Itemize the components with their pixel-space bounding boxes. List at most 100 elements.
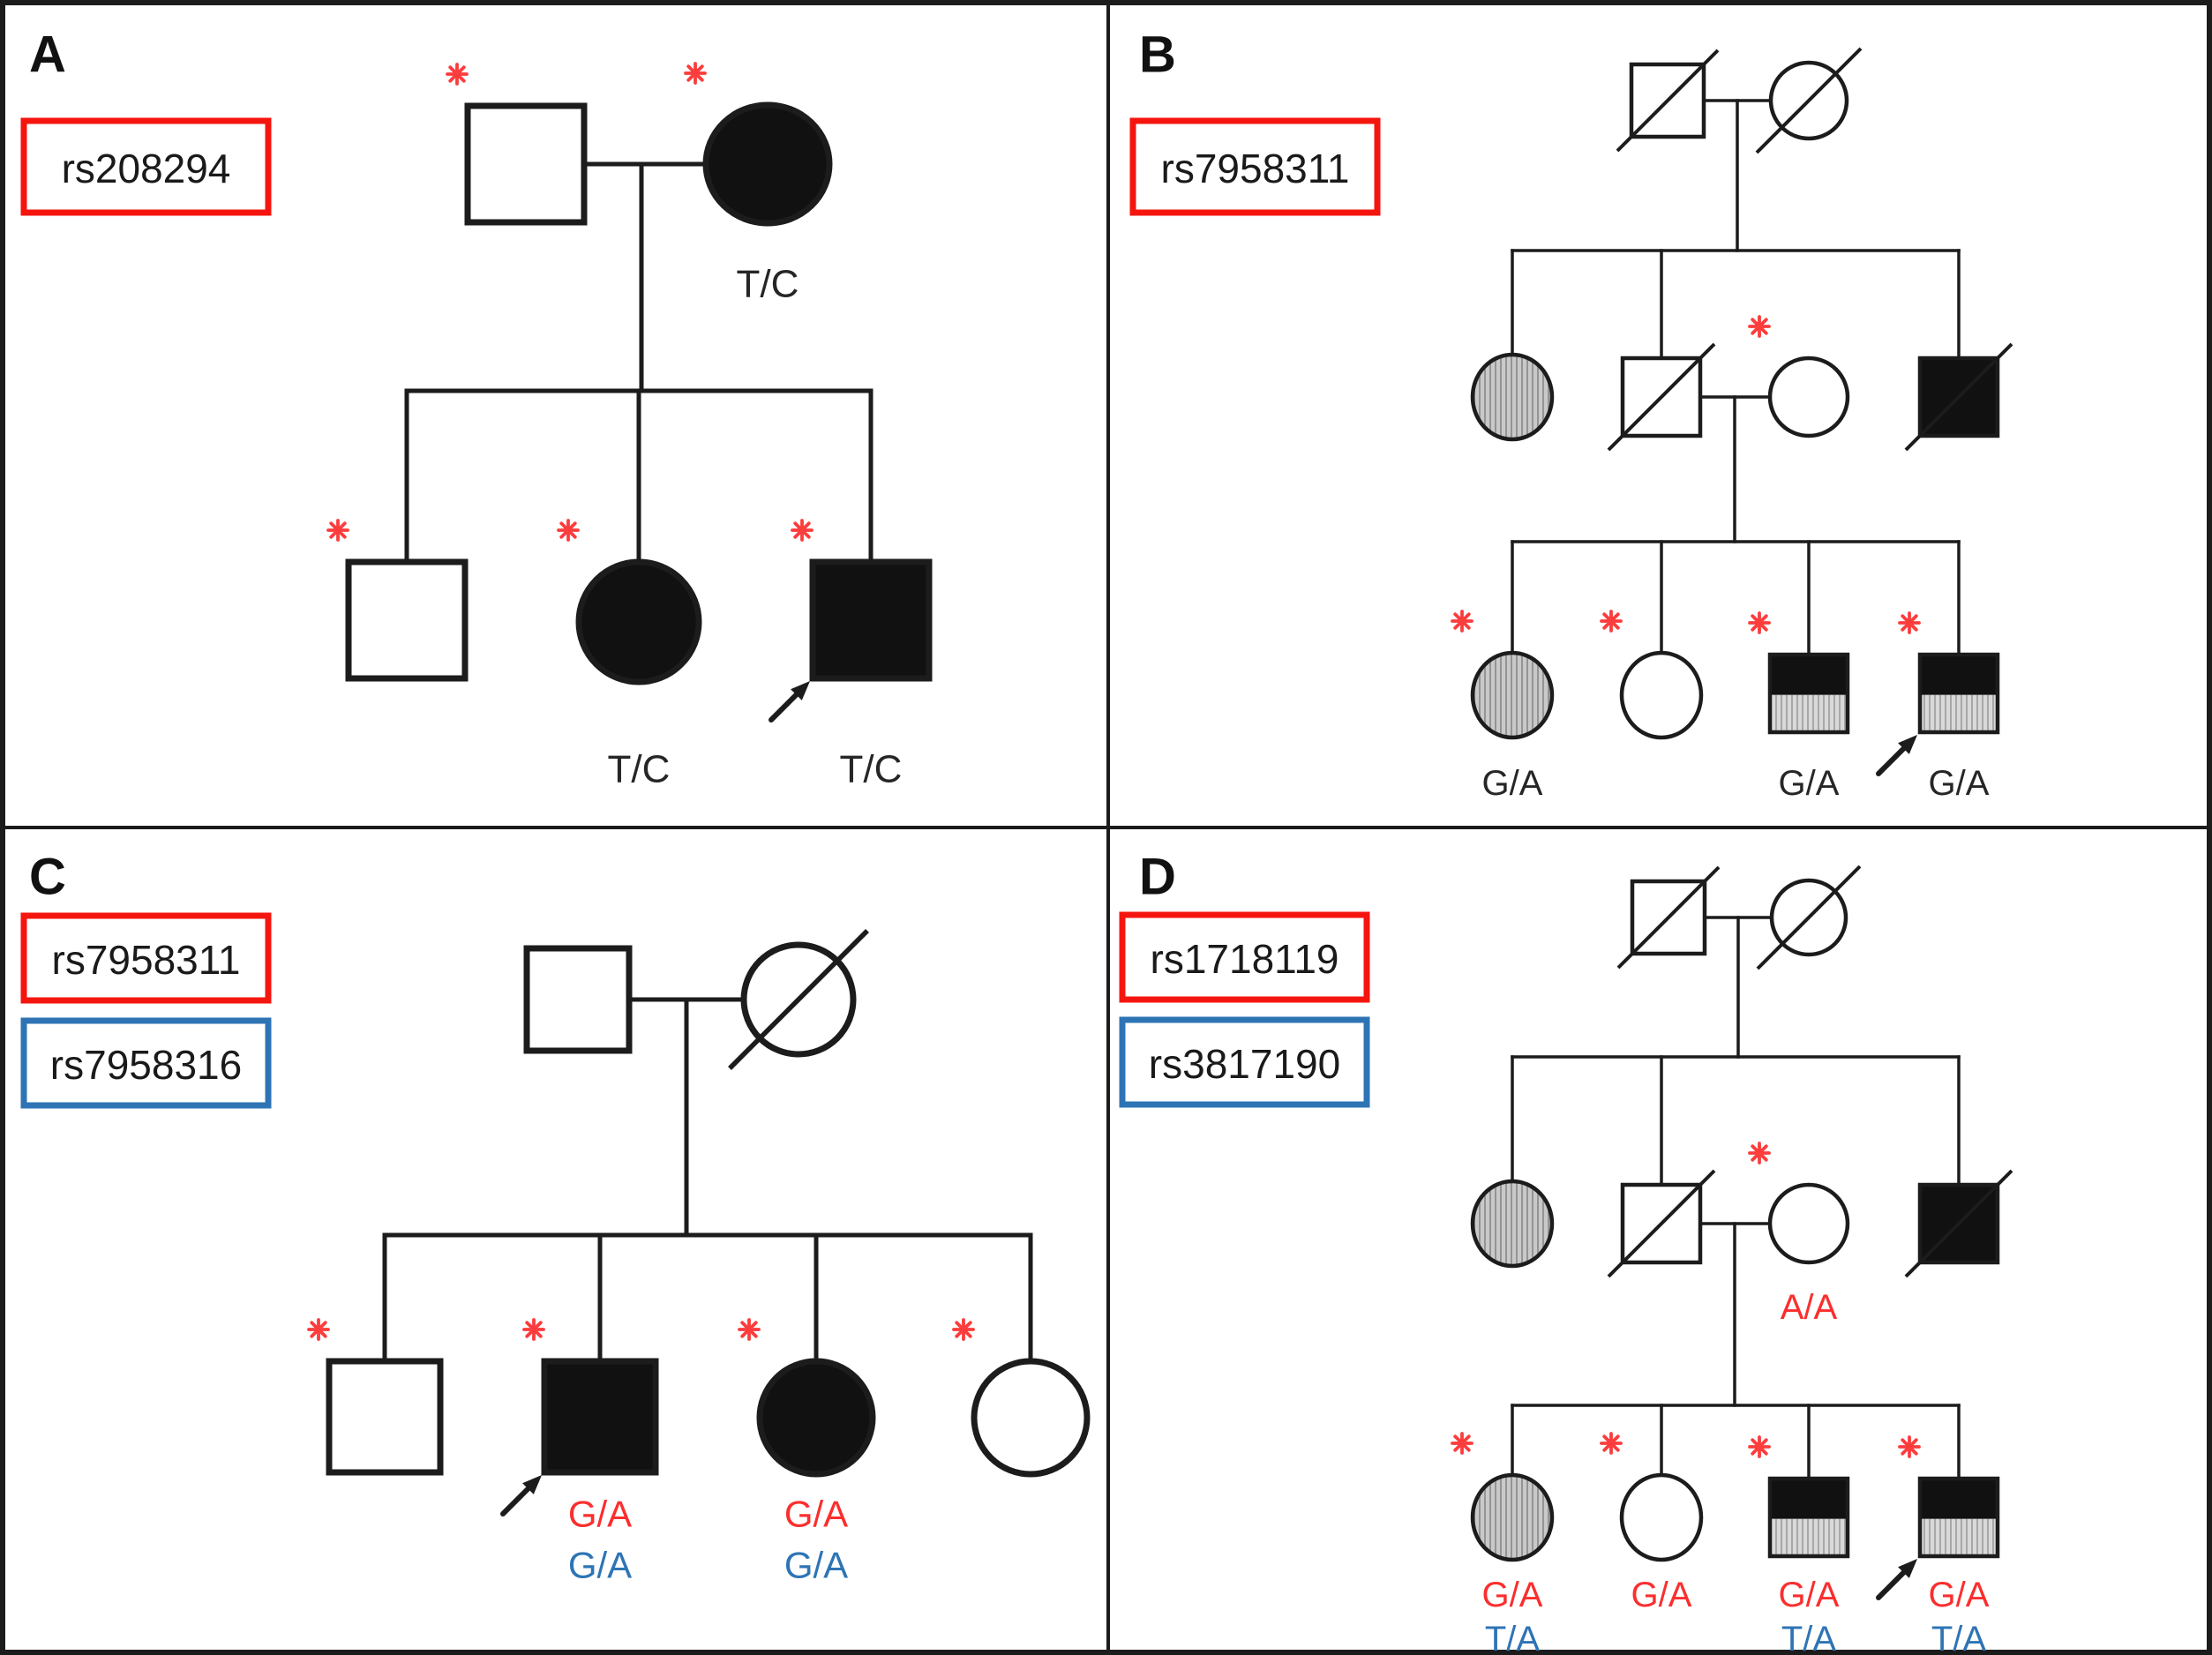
asterisk-icon (1898, 1435, 1921, 1458)
asterisk-icon (684, 62, 707, 85)
asterisk-icon (791, 519, 814, 542)
deceased-slash (728, 929, 869, 1070)
asterisk-icon (307, 1318, 330, 1341)
female-symbol (1619, 1472, 1704, 1562)
individual-A-II-1 (326, 519, 469, 682)
snp-id-label: rs3817190 (1149, 1041, 1340, 1087)
asterisk-icon (522, 1318, 545, 1341)
genotype-label: T/C (737, 263, 799, 306)
genotype-label: T/A (1781, 1620, 1837, 1655)
individual-C-II-4 (952, 1318, 1091, 1478)
asterisk-icon (1748, 315, 1771, 338)
individual-A-I-1 (446, 63, 588, 226)
asterisk-icon (1898, 611, 1921, 634)
genotype-label: G/A (1482, 764, 1543, 803)
snp-box-border (1119, 1016, 1370, 1108)
individual-D-III-3 (1748, 1435, 1850, 1559)
male-symbol (809, 558, 933, 682)
half-fill-bottom (1920, 1518, 1998, 1556)
half-fill-bottom (1770, 694, 1848, 732)
snp-id-label: rs7958311 (52, 937, 241, 983)
male-symbol (1917, 652, 2000, 735)
male-symbol (523, 945, 633, 1054)
genotype-label: G/A (1482, 1576, 1543, 1614)
asterisk-icon (446, 63, 469, 86)
half-fill-bottom (1770, 1518, 1848, 1556)
female-symbol (1470, 1179, 1555, 1269)
snp-box-rs3817190: rs3817190 (1119, 1016, 1370, 1108)
snp-box-border (1129, 117, 1381, 216)
male-symbol (1767, 652, 1850, 735)
asterisk-icon (1748, 1142, 1771, 1164)
individual-B-III-1 (1451, 610, 1555, 740)
individual-D-II-2 (1607, 1169, 1716, 1278)
female-symbol (1470, 650, 1555, 740)
half-fill-top (1770, 1479, 1848, 1519)
half-fill-top (1920, 655, 1998, 695)
snp-id-label: rs7958316 (50, 1042, 242, 1088)
asterisk-icon (1748, 611, 1771, 634)
individual-D-III-2 (1600, 1432, 1704, 1562)
female-symbol (1767, 356, 1850, 438)
individual-B-I-2 (1755, 47, 1863, 154)
genotype-label: T/C (840, 748, 903, 791)
deceased-slash (1616, 49, 1720, 153)
individual-C-I-1 (523, 945, 633, 1054)
individual-C-I-2 (728, 929, 869, 1070)
deceased-slash (1756, 865, 1862, 970)
deceased-slash (1904, 342, 2013, 452)
genotype-label: G/A (568, 1494, 632, 1535)
female-symbol (756, 1358, 876, 1478)
panel-letter-A: A (29, 26, 66, 84)
individual-B-I-1 (1616, 49, 1720, 153)
proband-arrow-icon (769, 681, 810, 723)
genotype-label: G/A (784, 1545, 848, 1586)
individual-D-II-1 (1470, 1179, 1555, 1269)
genotype-label: A/A (1781, 1288, 1838, 1327)
genotype-label: G/A (1929, 1576, 1990, 1614)
snp-box-border (20, 117, 272, 216)
individual-D-III-4 (1876, 1435, 2000, 1600)
proband-arrow-icon (1876, 735, 1917, 776)
individual-B-II-3 (1748, 315, 1850, 438)
deceased-slash (1904, 1169, 2013, 1278)
genotype-label: G/A (784, 1494, 848, 1535)
snp-box-rs7958316: rs7958316 (20, 1017, 272, 1109)
snp-box-border (20, 1017, 272, 1109)
individual-B-III-2 (1600, 610, 1704, 740)
individual-D-II-4 (1904, 1169, 2013, 1278)
proband-arrow-icon (500, 1475, 542, 1516)
snp-id-label: rs1718119 (1151, 936, 1339, 982)
genotype-label: T/C (608, 748, 671, 791)
deceased-slash (1607, 342, 1716, 452)
individual-B-II-1 (1470, 352, 1555, 442)
individual-D-II-3 (1748, 1142, 1850, 1265)
individual-B-III-4 (1876, 611, 2000, 776)
female-symbol (1767, 1182, 1850, 1265)
asterisk-icon (557, 519, 580, 542)
genotype-label: G/A (1929, 764, 1990, 803)
male-symbol (1767, 1476, 1850, 1559)
deceased-slash (1607, 1169, 1716, 1278)
individual-A-I-2 (684, 62, 833, 227)
male-symbol (541, 1358, 659, 1476)
individual-A-II-2 (557, 519, 702, 685)
individual-A-II-3 (769, 519, 933, 723)
snp-box-rs7958311: rs7958311 (20, 912, 272, 1004)
asterisk-icon (1451, 610, 1473, 633)
deceased-slash (1616, 865, 1721, 970)
asterisk-icon (1600, 610, 1623, 633)
panel-letter-B: B (1139, 26, 1176, 84)
individual-C-II-1 (307, 1318, 444, 1476)
snp-id-label: rs208294 (62, 146, 231, 191)
individual-B-III-3 (1748, 611, 1850, 735)
individual-D-I-1 (1616, 865, 1721, 970)
female-symbol (702, 101, 833, 227)
individual-B-II-2 (1607, 342, 1716, 452)
snp-box-rs1718119: rs1718119 (1119, 911, 1370, 1003)
